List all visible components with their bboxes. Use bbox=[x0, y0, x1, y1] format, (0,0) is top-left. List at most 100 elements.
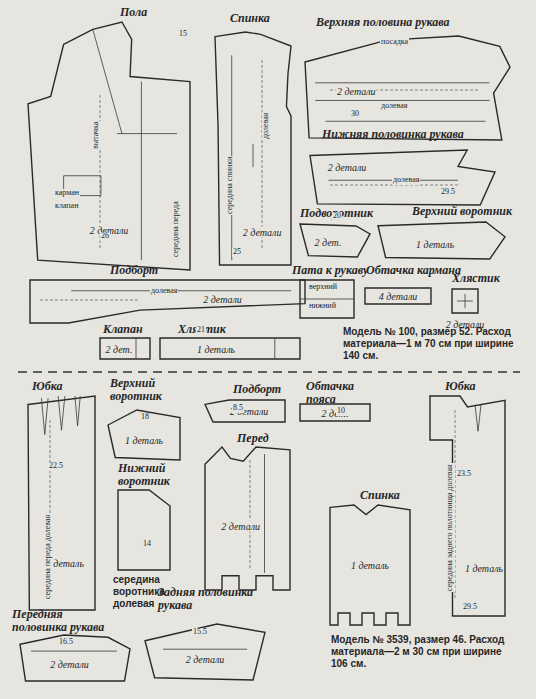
pattern-label: посадка bbox=[380, 38, 409, 47]
pattern-label: верхний bbox=[308, 283, 338, 292]
pattern-label: карман bbox=[54, 189, 80, 198]
pattern-label: 22.5 bbox=[48, 462, 64, 471]
pattern-label: 29.5 bbox=[440, 188, 456, 197]
cut-line bbox=[430, 396, 505, 616]
pattern-piece: Обтачка пояса2 дет. bbox=[300, 404, 370, 421]
piece-name: Пола bbox=[120, 6, 147, 19]
pattern-label: 15.5 bbox=[192, 628, 208, 637]
grain-line bbox=[250, 460, 251, 570]
cut-line bbox=[28, 22, 190, 270]
cut-line bbox=[108, 410, 180, 460]
grain-line bbox=[262, 60, 263, 250]
cut-line bbox=[365, 288, 431, 304]
pattern-piece: Хлястик1 деталь bbox=[160, 338, 300, 359]
pattern-label: 21 bbox=[196, 326, 206, 335]
inner-line bbox=[163, 649, 247, 650]
piece-name: Верхняя половина рукава bbox=[316, 16, 450, 29]
piece-count: 2 детали bbox=[242, 227, 283, 238]
piece-name: Верхний воротник bbox=[110, 377, 180, 402]
pattern-piece: Спинка2 детали bbox=[215, 32, 291, 265]
pattern-label: вытачка bbox=[92, 121, 101, 150]
pattern-label: 20 bbox=[332, 212, 342, 221]
piece-name: Клапан bbox=[103, 323, 143, 336]
piece-count: 1 деталь bbox=[464, 562, 504, 573]
piece-count: 2 детали bbox=[185, 653, 226, 664]
piece-count: 1 деталь bbox=[124, 435, 164, 446]
cut-line bbox=[100, 338, 150, 359]
cut-line bbox=[30, 280, 305, 323]
cut-line bbox=[145, 624, 265, 680]
pattern-label: 16.5 bbox=[58, 638, 74, 647]
cut-line bbox=[160, 338, 300, 359]
piece-name: Пата к рукаву bbox=[292, 264, 368, 277]
piece-name: Хлястик bbox=[452, 272, 500, 285]
pattern-label: 15 bbox=[178, 30, 188, 39]
pattern-label: долевая bbox=[262, 112, 271, 140]
piece-name: Подборт bbox=[233, 383, 281, 396]
pattern-label: 26 bbox=[100, 232, 110, 241]
cut-line bbox=[28, 396, 95, 610]
pattern-label: середина спинки bbox=[226, 156, 235, 215]
cut-line bbox=[378, 222, 505, 259]
pattern-piece: Верхний воротник1 деталь bbox=[378, 222, 505, 259]
piece-outline bbox=[118, 490, 170, 570]
piece-count: 4 детали bbox=[378, 291, 419, 302]
piece-name: Перед bbox=[237, 432, 269, 445]
piece-name: Нижняя половинка рукава bbox=[322, 128, 464, 141]
piece-count: 2 дет. bbox=[105, 343, 134, 354]
pattern-label: середина переда долевая bbox=[44, 514, 53, 600]
pattern-label: долевая bbox=[150, 287, 178, 296]
pattern-piece: Хлястик2 детали bbox=[452, 289, 478, 313]
pattern-piece: Перед2 детали bbox=[205, 447, 290, 590]
piece-name: Нижний воротник bbox=[118, 462, 178, 487]
pattern-label: 18 bbox=[140, 413, 150, 422]
pattern-label: 14 bbox=[142, 540, 152, 549]
pattern-label: 10 bbox=[336, 407, 346, 416]
pattern-label: середина переда bbox=[172, 200, 181, 258]
piece-name: Обтачка пояса bbox=[306, 380, 381, 405]
cut-line bbox=[205, 400, 285, 422]
pattern-label: нижний bbox=[308, 302, 337, 311]
inner-line bbox=[41, 396, 80, 435]
pattern-label: долевая bbox=[380, 102, 408, 111]
piece-outline bbox=[28, 396, 95, 610]
pattern-piece: Юбка1 деталь bbox=[430, 396, 505, 616]
piece-name: Обтачка кармана bbox=[366, 264, 461, 277]
piece-count: 2 дет. bbox=[314, 237, 343, 248]
inner-line bbox=[136, 338, 137, 359]
pattern-label: середина заднего полотнища долевая bbox=[446, 463, 455, 592]
cut-line bbox=[215, 32, 291, 265]
pattern-piece: Передняя половинка рукава2 детали bbox=[20, 635, 130, 681]
pattern-label: долевая bbox=[392, 176, 420, 185]
pattern-label: 23.5 bbox=[456, 470, 472, 479]
piece-name: Задняя половинка рукава bbox=[158, 586, 258, 611]
inner-line bbox=[457, 294, 473, 308]
piece-count: 1 деталь bbox=[196, 343, 236, 354]
cut-line bbox=[310, 150, 495, 205]
inner-line bbox=[315, 83, 489, 121]
piece-count: 2 детали bbox=[327, 161, 368, 172]
piece-name: Верхний воротник bbox=[412, 205, 512, 218]
grain-line bbox=[40, 300, 140, 301]
pattern-piece: Подборт2 детали bbox=[205, 400, 285, 422]
piece-outline bbox=[205, 447, 290, 590]
piece-count: 2 детали bbox=[336, 86, 377, 97]
cut-line bbox=[118, 490, 170, 570]
model-note: Модель № 100, размер 52. Расход материал… bbox=[342, 326, 522, 362]
piece-count: 2 детали bbox=[220, 520, 261, 531]
inner-line bbox=[300, 299, 354, 300]
cut-line bbox=[300, 224, 370, 257]
model-note: Модель № 3539, размер 46. Расход материа… bbox=[330, 634, 520, 670]
pattern-label: 25 bbox=[232, 248, 242, 257]
cut-line bbox=[300, 280, 354, 318]
section-divider bbox=[18, 371, 520, 373]
pattern-label: клапан bbox=[54, 202, 79, 211]
model-note: середина воротника долевая bbox=[112, 574, 178, 610]
inner-line bbox=[264, 454, 265, 573]
piece-name: Спинка bbox=[360, 489, 400, 502]
pattern-label: 30 bbox=[350, 110, 360, 119]
pattern-piece: Спинка1 деталь bbox=[330, 505, 410, 625]
cut-line bbox=[305, 36, 510, 140]
